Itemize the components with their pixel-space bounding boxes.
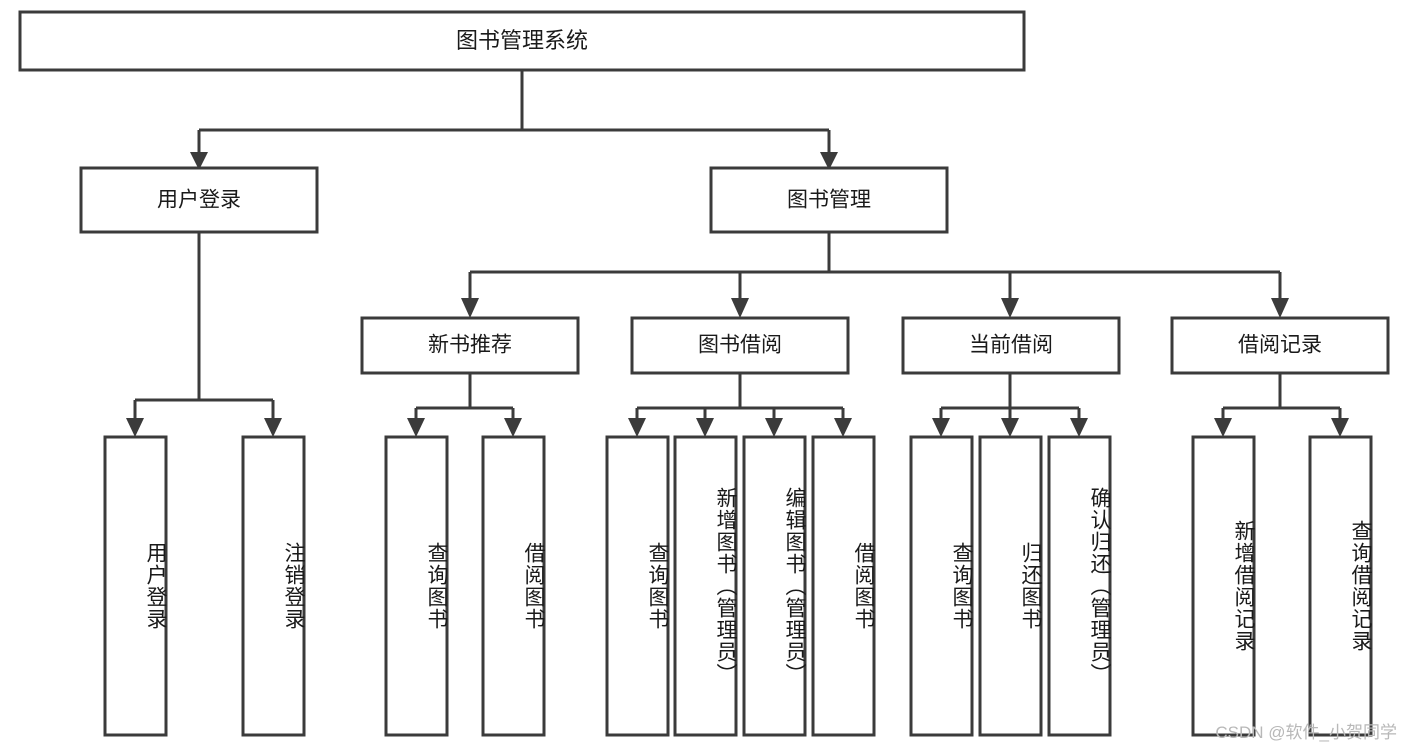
node-borrow-record[interactable]: 借阅记录 xyxy=(1170,316,1390,375)
node-root-label: 图书管理系统 xyxy=(456,28,588,53)
arrow-head xyxy=(1331,418,1349,437)
node-current-borrow[interactable]: 当前借阅 xyxy=(901,316,1121,375)
arrow-head xyxy=(628,418,646,437)
connector-recommend-to-leaves xyxy=(407,373,522,437)
connector-record-to-leaves xyxy=(1214,373,1349,437)
arrow-head xyxy=(834,418,852,437)
arrow-head xyxy=(126,418,144,437)
arrow-head xyxy=(504,418,522,437)
leaf-box[interactable] xyxy=(384,435,449,737)
watermark: CSDN @软件_小贺同学 xyxy=(1215,723,1397,742)
leaf-box[interactable] xyxy=(978,435,1043,737)
node-current-borrow-label: 当前借阅 xyxy=(969,334,1053,357)
arrow-head xyxy=(1070,418,1088,437)
arrow-head xyxy=(461,298,479,318)
leaf-box[interactable] xyxy=(1308,435,1373,737)
arrow-head xyxy=(932,418,950,437)
node-book-management[interactable]: 图书管理 xyxy=(709,166,949,234)
connector-bookmgmt-to-level3 xyxy=(461,232,1289,318)
arrow-head xyxy=(765,418,783,437)
arrow-head xyxy=(1001,418,1019,437)
connector-userlogin-to-leaves xyxy=(126,232,282,437)
node-new-book-recommend[interactable]: 新书推荐 xyxy=(360,316,580,375)
node-book-borrow-label: 图书借阅 xyxy=(698,334,782,357)
leaf-box[interactable] xyxy=(481,435,546,737)
connector-root-to-level2 xyxy=(190,70,838,170)
node-user-login[interactable]: 用户登录 xyxy=(79,166,319,234)
leaf-box[interactable] xyxy=(1191,435,1256,737)
leaf-box[interactable] xyxy=(605,435,670,737)
connector-borrow-to-leaves xyxy=(628,373,852,437)
leaf-box[interactable] xyxy=(673,435,738,737)
arrow-head xyxy=(820,152,838,170)
node-root[interactable]: 图书管理系统 xyxy=(18,10,1026,72)
node-new-book-recommend-label: 新书推荐 xyxy=(428,334,512,357)
connector-current-to-leaves xyxy=(932,373,1088,437)
arrow-head xyxy=(1001,298,1019,318)
arrow-head xyxy=(407,418,425,437)
arrow-head xyxy=(696,418,714,437)
arrow-head xyxy=(264,418,282,437)
arrow-head xyxy=(1214,418,1232,437)
arrow-head xyxy=(1271,298,1289,318)
node-book-management-label: 图书管理 xyxy=(787,189,871,212)
node-user-login-label: 用户登录 xyxy=(157,189,241,212)
leaf-box[interactable] xyxy=(103,435,168,737)
leaf-box[interactable] xyxy=(1047,435,1112,737)
node-book-borrow[interactable]: 图书借阅 xyxy=(630,316,850,375)
leaf-box[interactable] xyxy=(742,435,807,737)
arrow-head xyxy=(190,152,208,170)
leaf-box[interactable] xyxy=(241,435,306,737)
node-borrow-record-label: 借阅记录 xyxy=(1238,334,1322,357)
leaf-box[interactable] xyxy=(811,435,876,737)
arrow-head xyxy=(731,298,749,318)
leaf-box[interactable] xyxy=(909,435,974,737)
